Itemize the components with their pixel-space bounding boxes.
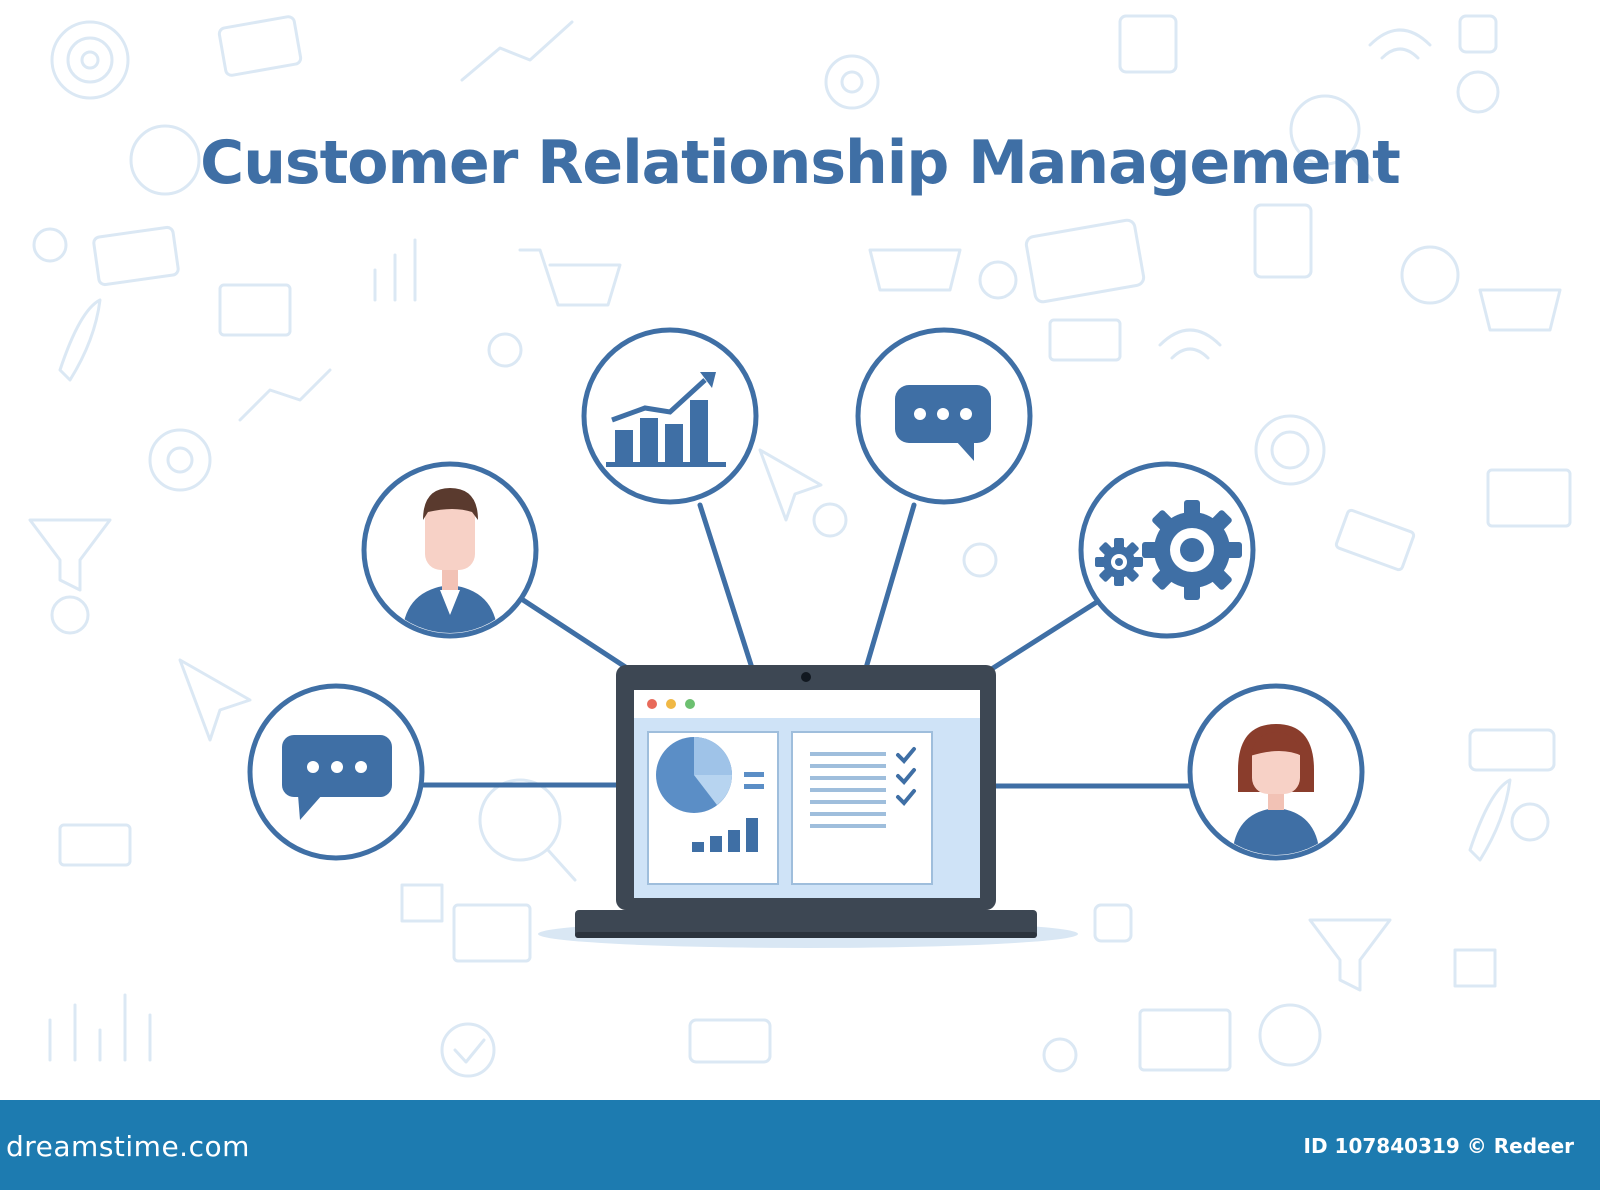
enter-key-doodle-icon — [1468, 728, 1556, 772]
brand-watermark: dreamstime.com — [6, 1130, 250, 1163]
coin-doodle-icon — [1042, 1037, 1078, 1073]
thumbs-up-doodle-icon — [1093, 903, 1133, 943]
connector-growth-chart — [697, 502, 755, 671]
laptop-camera — [801, 672, 811, 682]
target-doodle-icon — [50, 20, 130, 100]
thumbs-up-doodle-icon — [1458, 14, 1498, 54]
background-doodles — [28, 14, 1572, 1078]
trend-doodle-icon — [460, 20, 574, 82]
connector-settings — [987, 597, 1103, 673]
mini-bar-chart-icon — [692, 818, 758, 852]
node-settings — [1078, 461, 1256, 639]
crm-scene — [247, 327, 1365, 948]
monitor-doodle-icon — [218, 283, 292, 337]
speech-bubble-icon — [895, 385, 991, 461]
puzzle-doodle-icon — [1118, 14, 1178, 74]
node-businessman — [361, 461, 539, 639]
buy-tag-doodle-icon — [1024, 218, 1146, 304]
calculator-doodle-icon — [1253, 203, 1313, 279]
coin-doodle-icon — [32, 227, 68, 263]
basket-doodle-icon — [1478, 288, 1562, 332]
chat-bubble-icon — [282, 735, 392, 820]
trend-doodle-icon — [238, 368, 332, 422]
coin-doodle-icon — [1456, 70, 1500, 114]
target-doodle-icon — [1254, 414, 1326, 486]
monitor-doodle-icon — [1486, 468, 1572, 528]
magnifier-doodle-icon — [478, 778, 577, 882]
document-doodle-icon — [1138, 1008, 1232, 1072]
rocket-doodle-icon — [58, 298, 102, 382]
money-doodle-icon — [58, 823, 132, 867]
gift-doodle-icon — [1453, 948, 1497, 988]
wifi-doodle-icon — [1158, 328, 1222, 360]
cursor-doodle-icon — [758, 448, 823, 522]
bars-doodle-icon — [373, 238, 417, 302]
coin-doodle-icon — [978, 260, 1018, 300]
bars-doodle-icon — [48, 993, 152, 1062]
enter-key-doodle-icon — [688, 1018, 772, 1064]
wifi-doodle-icon — [1368, 28, 1432, 60]
coin-doodle-icon — [1510, 802, 1550, 842]
funnel-doodle-icon — [28, 518, 112, 592]
pie-doodle-icon — [1258, 1003, 1322, 1067]
connector-speech — [863, 502, 917, 671]
pie-chart-icon — [656, 737, 732, 813]
basket-doodle-icon — [868, 248, 962, 292]
illustration-canvas: Customer Relationship Management — [28, 14, 1572, 1078]
watermark-footer: dreamstime.com ID 107840319 © Redeer — [0, 1100, 1600, 1190]
node-speech — [855, 327, 1033, 505]
node-growth-chart — [581, 327, 759, 505]
checklist-lines — [810, 752, 886, 828]
bar-chart-growth-icon — [606, 372, 726, 467]
image-credit: ID 107840319 © Redeer — [1303, 1134, 1574, 1158]
gear-doodle-icon — [824, 54, 880, 110]
node-businesswoman — [1187, 683, 1365, 861]
businesswoman-avatar-icon — [1232, 724, 1320, 855]
laptop-dashboard-icon — [538, 665, 1078, 948]
money-doodle-icon — [1334, 508, 1416, 572]
money-doodle-icon — [1048, 318, 1122, 362]
buy-tag-doodle-icon — [217, 15, 303, 77]
node-ring — [581, 327, 759, 505]
document-doodle-icon — [452, 903, 532, 963]
funnel-doodle-icon — [1308, 918, 1392, 992]
gear-doodle-icon — [148, 428, 212, 492]
page-title: Customer Relationship Management — [200, 128, 1401, 198]
gears-icon — [1095, 500, 1242, 600]
coin-doodle-icon — [50, 595, 90, 635]
pie-doodle-icon — [129, 124, 201, 196]
laptop-base — [575, 910, 1037, 938]
coin-doodle-icon — [487, 332, 523, 368]
coin-doodle-icon — [812, 502, 848, 538]
check-doodle-icon — [440, 1022, 496, 1078]
rocket-doodle-icon — [1468, 778, 1512, 862]
cursor-doodle-icon — [178, 658, 252, 742]
magnifier-doodle-icon — [1289, 94, 1374, 182]
connector-businessman — [517, 595, 633, 673]
cart-doodle-icon — [518, 248, 622, 307]
checkmark-icons — [896, 747, 916, 806]
connector-lines — [417, 502, 1193, 789]
buy-tag-doodle-icon — [92, 225, 180, 287]
gift-doodle-icon — [400, 883, 444, 923]
businessman-avatar-icon — [402, 488, 498, 633]
globe-doodle-icon — [1400, 245, 1460, 305]
gear-doodle-icon — [962, 542, 998, 578]
node-chat-left — [247, 683, 425, 861]
